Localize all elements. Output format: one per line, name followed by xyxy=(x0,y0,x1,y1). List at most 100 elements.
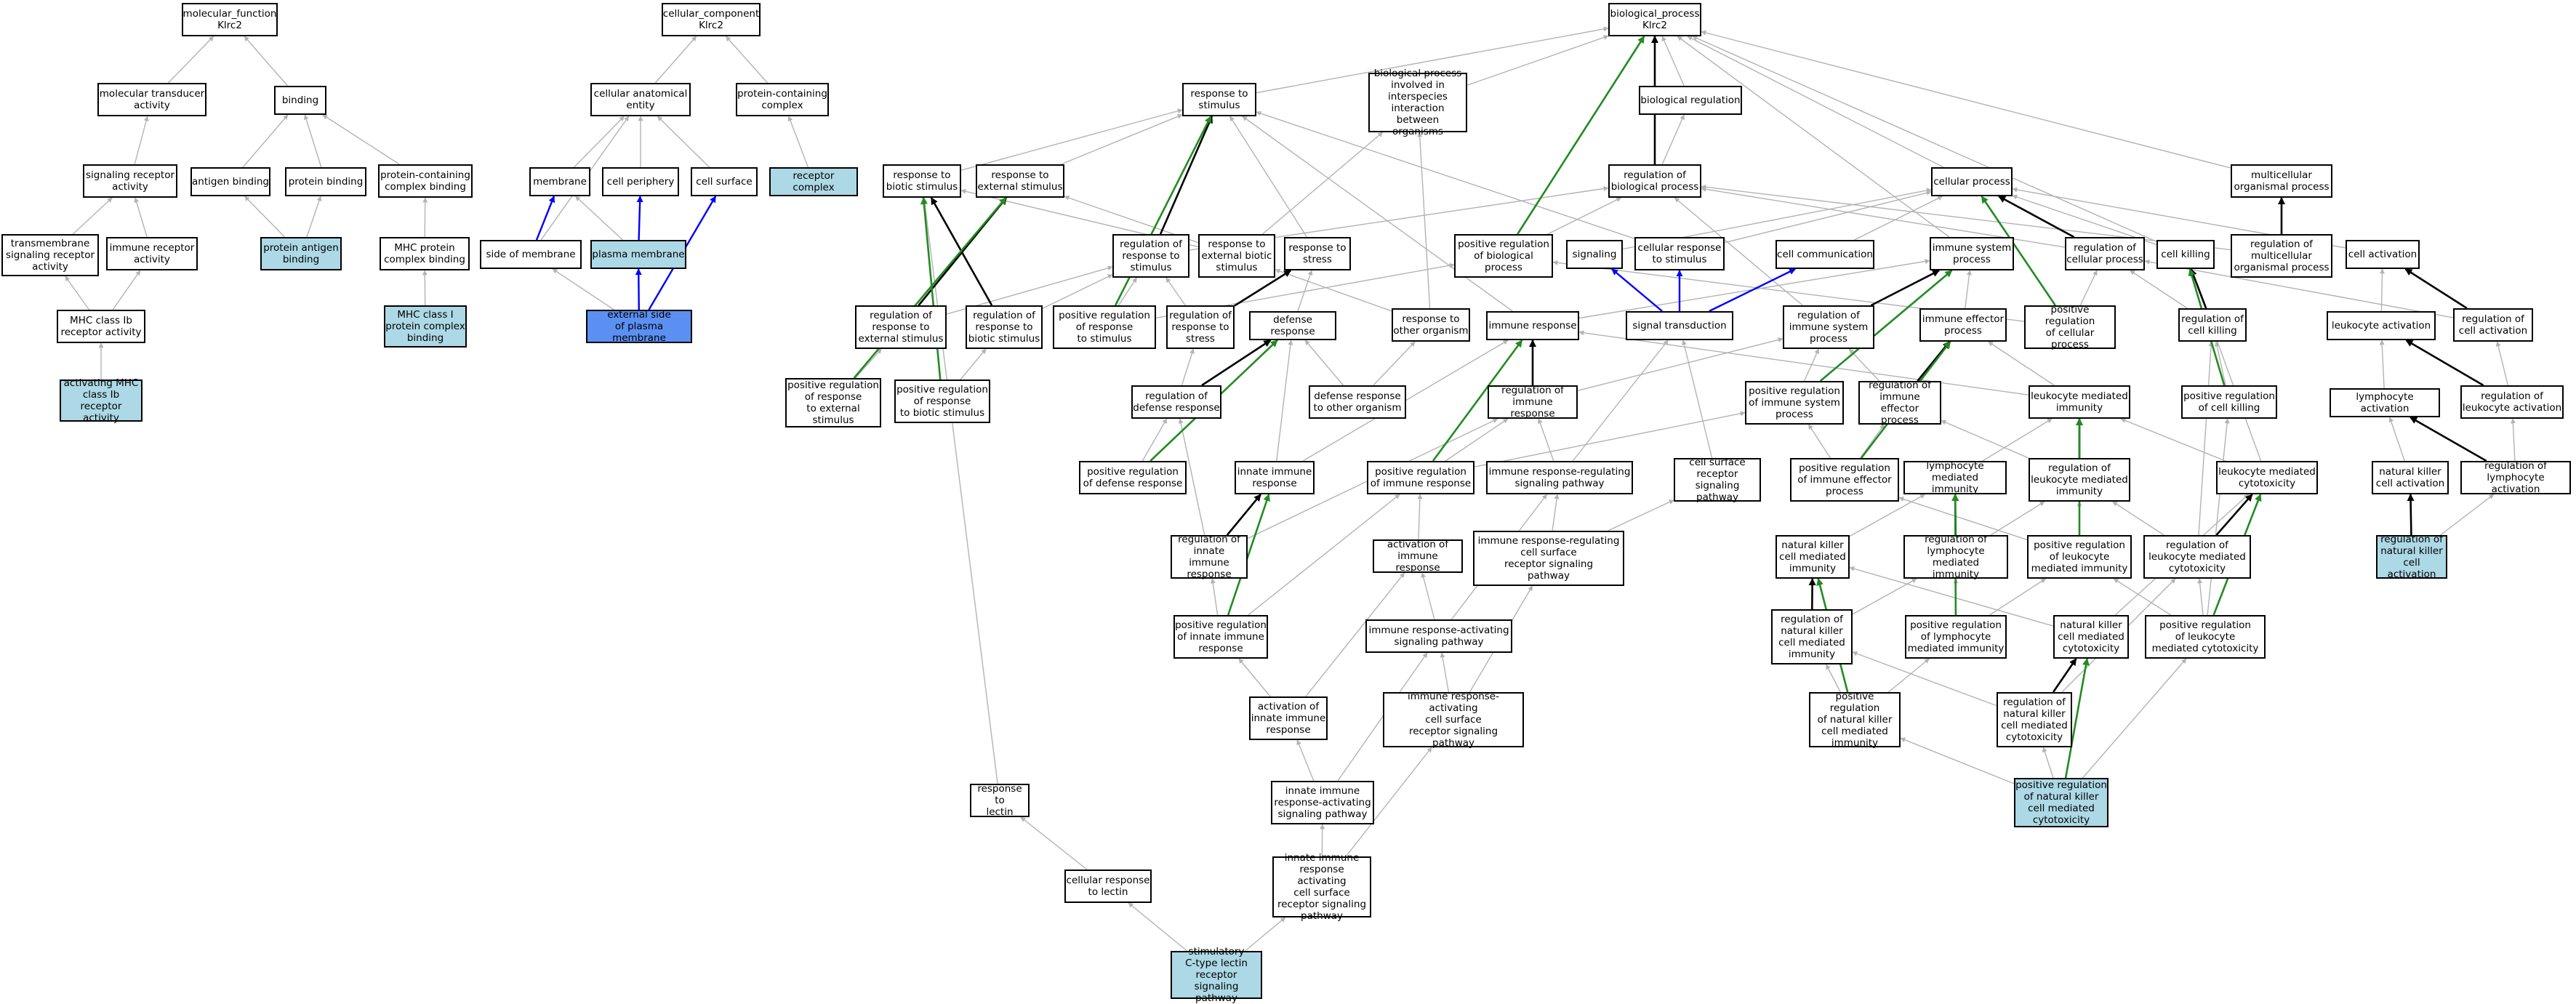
term-defense-response-to-other-organism[interactable]: defense response to other organism xyxy=(1309,385,1406,419)
term-positive-regulation-of-innate-immune-response[interactable]: positive regulation of innate immune res… xyxy=(1173,615,1268,659)
term-regulation-of-lymphocyte-activation[interactable]: regulation of lymphocyte activation xyxy=(2460,461,2571,494)
term-innate-immune-response-activating-cell-surface-receptor-signaling-pathway[interactable]: innate immune response activating cell s… xyxy=(1272,856,1371,917)
term-leukocyte-mediated-cytotoxicity[interactable]: leukocyte mediated cytotoxicity xyxy=(2216,461,2318,494)
term-positive-regulation-of-cell-killing[interactable]: positive regulation of cell killing xyxy=(2181,385,2277,419)
term-positive-regulation-of-defense-response[interactable]: positive regulation of defense response xyxy=(1079,461,1187,494)
term-innate-immune-response[interactable]: innate immune response xyxy=(1235,461,1315,494)
term-positive-regulation-of-biological-process[interactable]: positive regulation of biological proces… xyxy=(1454,234,1553,278)
term-natural-killer-cell-activation[interactable]: natural killer cell activation xyxy=(2372,461,2449,494)
term-immune-effector-process[interactable]: immune effector process xyxy=(1919,308,2007,342)
term-regulation-of-leukocyte-mediated-cytotoxicity[interactable]: regulation of leukocyte mediated cytotox… xyxy=(2143,535,2251,579)
term-response-to-external-stimulus[interactable]: response to external stimulus xyxy=(976,164,1064,198)
term-mhc-class-ib-receptor-activity[interactable]: MHC class Ib receptor activity xyxy=(57,310,145,343)
term-protein-binding[interactable]: protein binding xyxy=(285,167,366,196)
term-mhc-protein-complex-binding[interactable]: MHC protein complex binding xyxy=(380,237,470,270)
term-cell-activation[interactable]: cell activation xyxy=(2346,240,2420,269)
term-receptor-complex[interactable]: receptor complex xyxy=(769,167,858,196)
term-regulation-of-response-to-biotic-stimulus[interactable]: regulation of response to biotic stimulu… xyxy=(966,305,1043,349)
term-cellular-response-to-lectin[interactable]: cellular response to lectin xyxy=(1064,870,1152,903)
term-biological-process-root[interactable]: biological_process Klrc2 xyxy=(1608,3,1701,36)
term-cell-surface-receptor-signaling-pathway[interactable]: cell surface receptor signaling pathway xyxy=(1674,458,1761,502)
term-cellular-anatomical-entity[interactable]: cellular anatomical entity xyxy=(590,83,691,116)
term-regulation-of-defense-response[interactable]: regulation of defense response xyxy=(1131,385,1221,419)
term-protein-antigen-binding[interactable]: protein antigen binding xyxy=(260,237,342,270)
term-biological-process-interspecies[interactable]: biological process involved in interspec… xyxy=(1368,73,1467,132)
term-protein-containing-complex[interactable]: protein-containing complex xyxy=(736,83,829,116)
term-positive-regulation-of-immune-system-process[interactable]: positive regulation of immune system pro… xyxy=(1745,381,1844,425)
term-immune-response-activating-cell-surface-receptor-signaling-pathway[interactable]: immune response-activating cell surface … xyxy=(1383,692,1524,747)
term-cell-periphery[interactable]: cell periphery xyxy=(602,167,679,196)
term-stimulatory-c-type-lectin-receptor-signaling-pathway[interactable]: stimulatory C-type lectin receptor signa… xyxy=(1171,951,1262,999)
term-molecular-function-root[interactable]: molecular_function Klrc2 xyxy=(182,3,278,36)
term-positive-regulation-of-lymphocyte-mediated-immunity[interactable]: positive regulation of lymphocyte mediat… xyxy=(1905,615,2007,659)
term-activation-of-immune-response[interactable]: activation of immune response xyxy=(1373,539,1463,573)
term-regulation-of-leukocyte-mediated-immunity[interactable]: regulation of leukocyte mediated immunit… xyxy=(2029,458,2130,502)
term-antigen-binding[interactable]: antigen binding xyxy=(190,167,270,196)
term-external-side-of-plasma-membrane[interactable]: external side of plasma membrane xyxy=(586,310,692,343)
term-regulation-of-multicellular-organismal-process[interactable]: regulation of multicellular organismal p… xyxy=(2231,234,2332,278)
term-regulation-of-immune-effector-process[interactable]: regulation of immune effector process xyxy=(1858,381,1941,425)
term-response-to-external-biotic-stimulus[interactable]: response to external biotic stimulus xyxy=(1198,234,1275,278)
term-immune-receptor-activity[interactable]: immune receptor activity xyxy=(106,237,198,270)
term-positive-regulation-of-natural-killer-cell-mediated-immunity[interactable]: positive regulation of natural killer ce… xyxy=(1809,692,1901,747)
term-regulation-of-immune-response[interactable]: regulation of immune response xyxy=(1488,385,1578,419)
term-immune-system-process[interactable]: immune system process xyxy=(1930,237,2014,270)
term-positive-regulation-of-cellular-process[interactable]: positive regulation of cellular process xyxy=(2024,305,2116,349)
term-cellular-process[interactable]: cellular process xyxy=(1931,167,2013,196)
term-positive-regulation-of-immune-response[interactable]: positive regulation of immune response xyxy=(1367,461,1474,494)
term-response-to-lectin[interactable]: response to lectin xyxy=(970,784,1030,817)
term-natural-killer-cell-mediated-cytotoxicity[interactable]: natural killer cell mediated cytotoxicit… xyxy=(2053,615,2129,659)
term-lymphocyte-mediated-immunity[interactable]: lymphocyte mediated immunity xyxy=(1903,461,2007,494)
term-response-to-stress[interactable]: response to stress xyxy=(1284,237,1351,270)
term-regulation-of-natural-killer-cell-mediated-immunity[interactable]: regulation of natural killer cell mediat… xyxy=(1771,609,1853,664)
term-biological-regulation[interactable]: biological regulation xyxy=(1639,86,1742,115)
term-plasma-membrane[interactable]: plasma membrane xyxy=(590,240,686,269)
term-side-of-membrane[interactable]: side of membrane xyxy=(480,240,582,269)
term-regulation-of-biological-process[interactable]: regulation of biological process xyxy=(1608,164,1701,198)
term-immune-response-regulating-cell-surface-receptor-signaling-pathway[interactable]: immune response-regulating cell surface … xyxy=(1473,531,1624,586)
term-regulation-of-response-to-stress[interactable]: regulation of response to stress xyxy=(1166,305,1235,349)
term-mhc-class-i-protein-complex-binding[interactable]: MHC class I protein complex binding xyxy=(384,305,467,348)
term-regulation-of-innate-immune-response[interactable]: regulation of innate immune response xyxy=(1171,535,1248,579)
term-regulation-of-response-to-stimulus[interactable]: regulation of response to stimulus xyxy=(1112,234,1189,278)
term-response-to-stimulus[interactable]: response to stimulus xyxy=(1182,83,1256,116)
term-signal-transduction[interactable]: signal transduction xyxy=(1626,311,1733,340)
term-innate-immune-response-activating-signaling-pathway[interactable]: innate immune response-activating signal… xyxy=(1271,781,1374,824)
term-response-to-other-organism[interactable]: response to other organism xyxy=(1392,308,1470,342)
term-regulation-of-natural-killer-cell-mediated-cytotoxicity[interactable]: regulation of natural killer cell mediat… xyxy=(1997,692,2072,747)
term-immune-response-regulating-signaling-pathway[interactable]: immune response-regulating signaling pat… xyxy=(1486,461,1633,494)
term-positive-regulation-of-leukocyte-mediated-cytotoxicity[interactable]: positive regulation of leukocyte mediate… xyxy=(2145,615,2266,659)
term-positive-regulation-of-response-to-external-stimulus[interactable]: positive regulation of response to exter… xyxy=(785,378,881,427)
term-cellular-component-root[interactable]: cellular_component Klrc2 xyxy=(662,3,761,36)
term-protein-containing-complex-binding[interactable]: protein-containing complex binding xyxy=(378,164,473,198)
term-multicellular-organismal-process[interactable]: multicellular organismal process xyxy=(2231,164,2332,198)
term-cellular-response-to-stimulus[interactable]: cellular response to stimulus xyxy=(1634,237,1725,270)
term-binding[interactable]: binding xyxy=(274,86,326,115)
term-cell-surface[interactable]: cell surface xyxy=(691,167,758,196)
term-signaling[interactable]: signaling xyxy=(1566,240,1623,269)
term-lymphocyte-activation[interactable]: lymphocyte activation xyxy=(2330,388,2440,417)
term-positive-regulation-of-immune-effector-process[interactable]: positive regulation of immune effector p… xyxy=(1790,458,1899,502)
term-regulation-of-leukocyte-activation[interactable]: regulation of leukocyte activation xyxy=(2460,385,2564,419)
term-cell-killing[interactable]: cell killing xyxy=(2156,240,2215,269)
term-transmembrane-signaling-receptor-activity[interactable]: transmembrane signaling receptor activit… xyxy=(1,234,99,276)
term-natural-killer-cell-mediated-immunity[interactable]: natural killer cell mediated immunity xyxy=(1775,535,1850,579)
term-defense-response[interactable]: defense response xyxy=(1249,311,1336,340)
term-regulation-of-immune-system-process[interactable]: regulation of immune system process xyxy=(1783,305,1874,349)
term-molecular-transducer-activity[interactable]: molecular transducer activity xyxy=(97,83,206,116)
term-response-to-biotic-stimulus[interactable]: response to biotic stimulus xyxy=(883,164,961,198)
term-positive-regulation-of-leukocyte-mediated-immunity[interactable]: positive regulation of leukocyte mediate… xyxy=(2027,535,2132,579)
term-regulation-of-response-to-external-stimulus[interactable]: regulation of response to external stimu… xyxy=(855,305,947,349)
term-positive-regulation-of-response-to-stimulus[interactable]: positive regulation of response to stimu… xyxy=(1053,305,1156,349)
term-signaling-receptor-activity[interactable]: signaling receptor activity xyxy=(83,164,177,198)
term-regulation-of-lymphocyte-mediated-immunity[interactable]: regulation of lymphocyte mediated immuni… xyxy=(1903,535,2008,579)
term-regulation-of-cellular-process[interactable]: regulation of cellular process xyxy=(2065,237,2145,270)
term-leukocyte-activation[interactable]: leukocyte activation xyxy=(2327,311,2436,340)
term-immune-response[interactable]: immune response xyxy=(1486,311,1579,340)
term-leukocyte-mediated-immunity[interactable]: leukocyte mediated immunity xyxy=(2029,385,2130,419)
term-activation-of-innate-immune-response[interactable]: activation of innate immune response xyxy=(1249,696,1328,740)
term-immune-response-activating-signaling-pathway[interactable]: immune response-activating signaling pat… xyxy=(1365,619,1512,653)
term-regulation-of-natural-killer-cell-activation[interactable]: regulation of natural killer cell activa… xyxy=(2376,535,2447,579)
term-positive-regulation-of-natural-killer-cell-mediated-cytotoxicity[interactable]: positive regulation of natural killer ce… xyxy=(2014,778,2108,827)
term-activating-mhc-class-ib-receptor-activity[interactable]: activating MHC class Ib receptor activit… xyxy=(60,379,143,422)
